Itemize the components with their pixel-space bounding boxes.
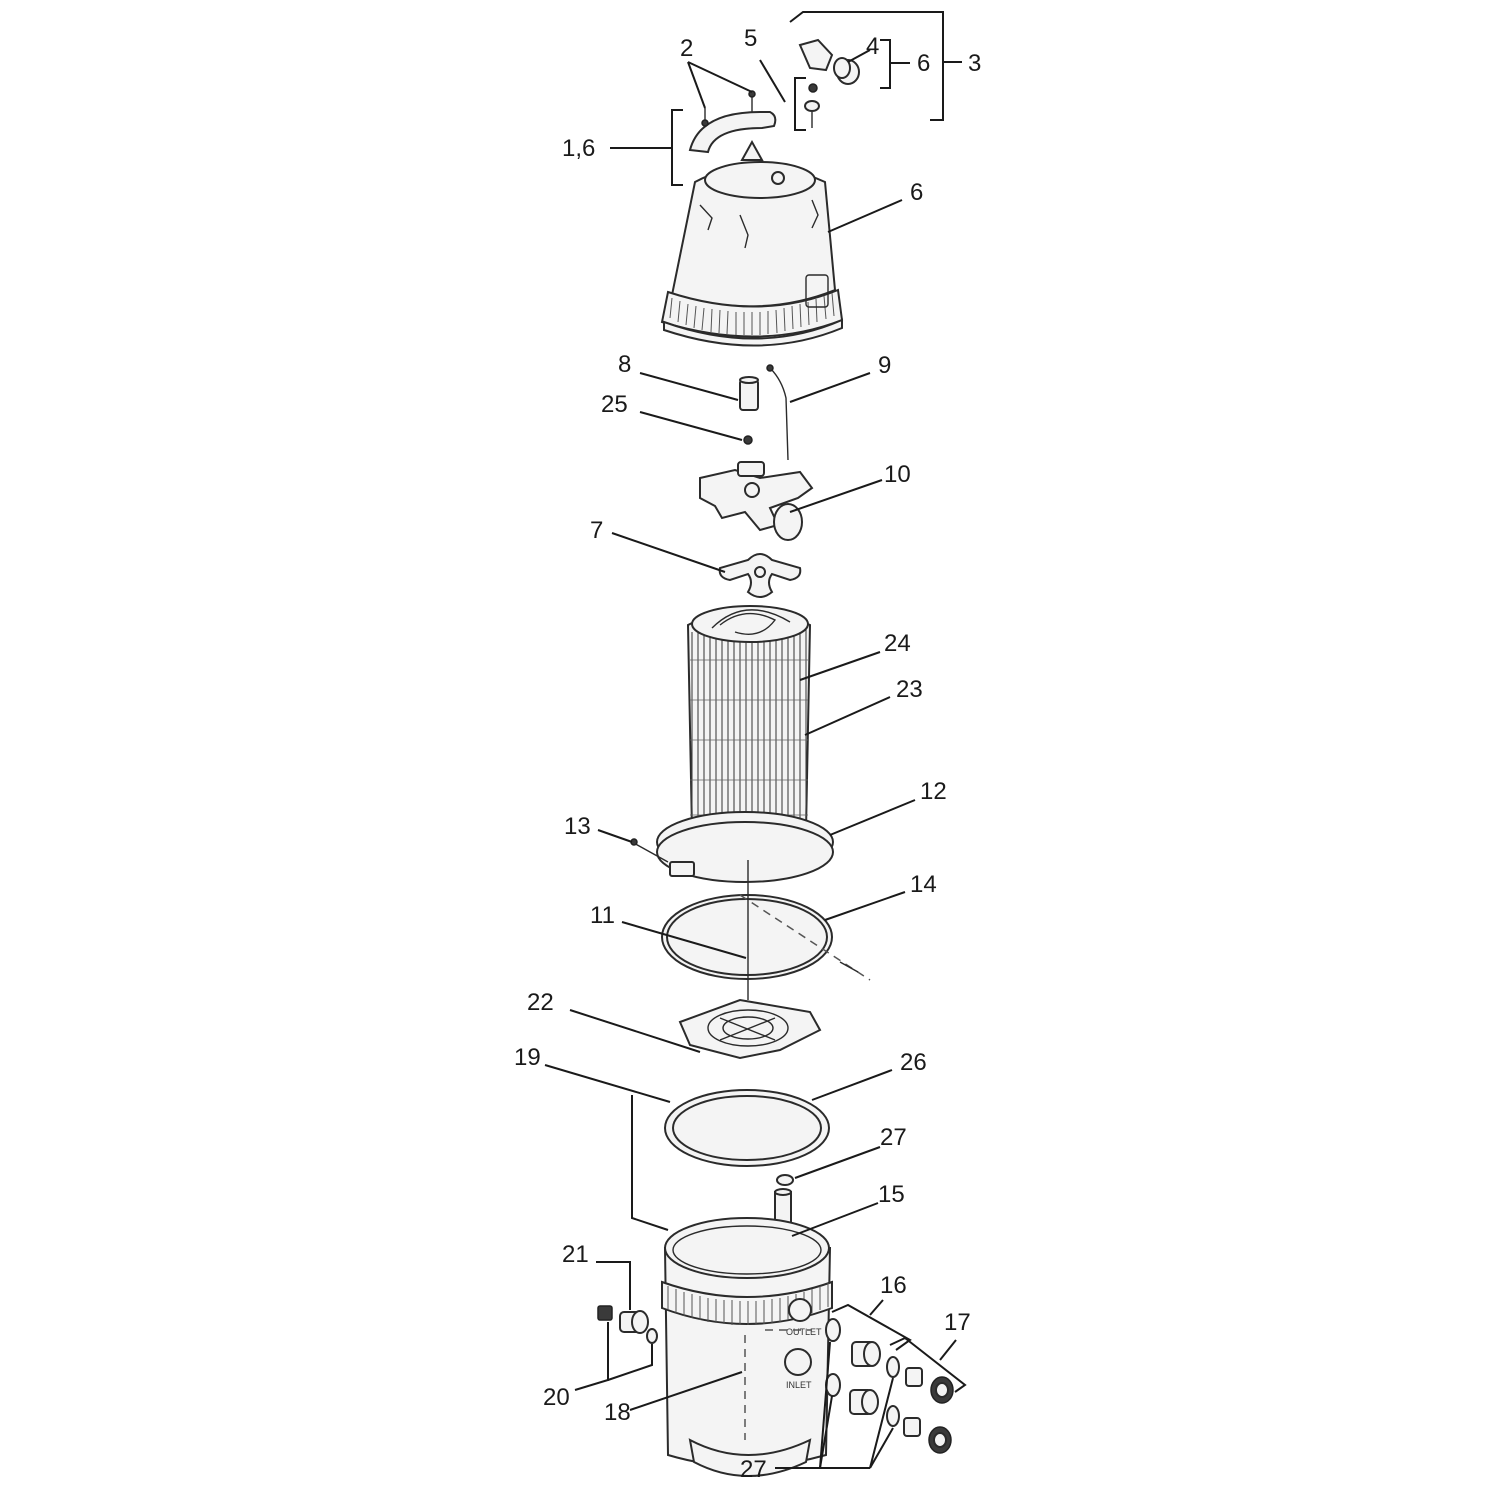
handle-part bbox=[688, 90, 777, 154]
callout-3: 3 bbox=[968, 50, 981, 77]
callout-21: 21 bbox=[562, 1241, 589, 1268]
lower-manifold-part bbox=[678, 998, 822, 1060]
callout-7: 7 bbox=[590, 517, 603, 544]
callout-labels: 2 5 4 6 3 1,6 6 8 9 25 10 7 24 23 12 13 … bbox=[514, 25, 981, 1483]
callout-19: 19 bbox=[514, 1044, 541, 1071]
callout-4: 4 bbox=[866, 33, 879, 60]
callout-17: 17 bbox=[944, 1309, 971, 1336]
callout-26: 26 bbox=[900, 1049, 927, 1076]
callout-12: 12 bbox=[920, 778, 947, 805]
top-manifold-part bbox=[699, 461, 814, 541]
callout-6-lid: 6 bbox=[910, 179, 923, 206]
dashed-guide bbox=[739, 894, 871, 981]
callout-11: 11 bbox=[590, 902, 615, 929]
callout-5: 5 bbox=[744, 25, 757, 52]
callout-9: 9 bbox=[878, 352, 891, 379]
band-clamp-part bbox=[656, 811, 834, 883]
callout-20: 20 bbox=[543, 1384, 570, 1411]
callout-10: 10 bbox=[884, 461, 911, 488]
tube-part bbox=[739, 376, 759, 411]
filter-tank-bottom-part: OUTLET INLET bbox=[661, 1217, 833, 1477]
callout-13: 13 bbox=[564, 813, 591, 840]
callout-24: 24 bbox=[884, 630, 911, 657]
callout-8: 8 bbox=[618, 351, 631, 378]
union-fittings-part bbox=[825, 1318, 954, 1454]
callout-1-6: 1,6 bbox=[562, 135, 595, 162]
tank-o-ring-part bbox=[661, 894, 833, 980]
callout-27-bottom: 27 bbox=[740, 1456, 767, 1483]
inlet-port-label: INLET bbox=[786, 1380, 812, 1390]
filter-lid-part bbox=[660, 139, 844, 347]
clamp-bolt-part bbox=[630, 838, 669, 863]
leader-lines bbox=[544, 11, 967, 1469]
callout-22: 22 bbox=[527, 989, 554, 1016]
callout-27-top: 27 bbox=[880, 1124, 907, 1151]
o-ring-small-part bbox=[743, 435, 753, 445]
air-bleed-tube-part bbox=[766, 364, 789, 461]
filter-grid-element bbox=[686, 605, 812, 843]
callout-6-valve-group: 6 bbox=[917, 50, 930, 77]
callout-25: 25 bbox=[601, 391, 628, 418]
air-relief-valve-part bbox=[798, 38, 860, 128]
callout-15: 15 bbox=[878, 1181, 905, 1208]
callout-2: 2 bbox=[680, 35, 693, 62]
callout-23: 23 bbox=[896, 676, 923, 703]
spider-plate-part bbox=[718, 553, 802, 598]
drain-plug-part bbox=[597, 1305, 658, 1344]
large-o-ring-part bbox=[664, 1089, 830, 1167]
callout-16: 16 bbox=[880, 1272, 907, 1299]
callout-14: 14 bbox=[910, 871, 937, 898]
small-o-ring-part bbox=[776, 1174, 794, 1186]
outlet-port-label: OUTLET bbox=[786, 1327, 822, 1337]
callout-18: 18 bbox=[604, 1399, 631, 1426]
